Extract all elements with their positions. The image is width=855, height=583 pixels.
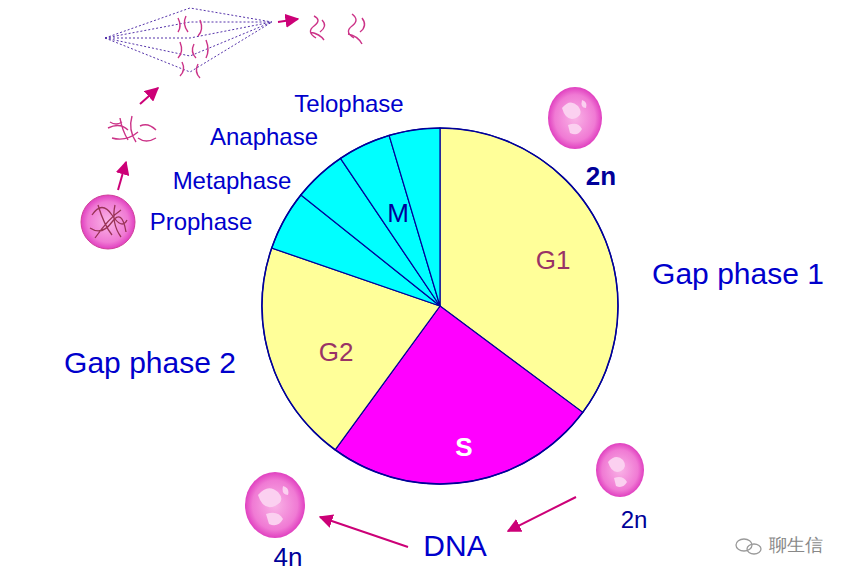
ploidy-label: 2n <box>621 507 648 533</box>
phase-sector: S <box>451 431 476 464</box>
phase-label: Telophase <box>294 91 403 117</box>
phase-sector: M <box>383 197 413 230</box>
cell-2n-top <box>548 87 602 149</box>
cell-2n-bottom <box>596 443 644 497</box>
daughter-chromosomes <box>310 14 365 44</box>
aligned-chromosomes <box>178 16 208 78</box>
phase-label: Metaphase <box>173 168 292 194</box>
condensed-chromosomes <box>108 116 156 142</box>
mitotic-spindle <box>105 8 272 72</box>
cell-4n <box>245 472 305 538</box>
dna-label: DNA <box>423 529 486 562</box>
watermark: 聊生信 <box>769 536 823 556</box>
phase-name: S <box>455 433 472 462</box>
watermark-icon <box>736 539 761 554</box>
ploidy-label: 2n <box>586 162 616 191</box>
phase-name: G2 <box>319 338 354 367</box>
phase-sector: G2 <box>315 336 358 369</box>
cycle-outline <box>262 128 618 484</box>
phase-label: Anaphase <box>210 124 318 150</box>
phase-name: G1 <box>536 246 571 275</box>
ploidy-label: 4n <box>274 543 303 572</box>
cycle-pie <box>262 128 618 484</box>
gap-label: Gap phase 1 <box>652 257 824 290</box>
phase-label: Prophase <box>150 209 253 235</box>
gap-label: Gap phase 2 <box>64 346 236 379</box>
phase-sector: G1 <box>532 244 575 277</box>
phase-name: M <box>387 199 409 228</box>
prophase-cell <box>81 195 135 249</box>
